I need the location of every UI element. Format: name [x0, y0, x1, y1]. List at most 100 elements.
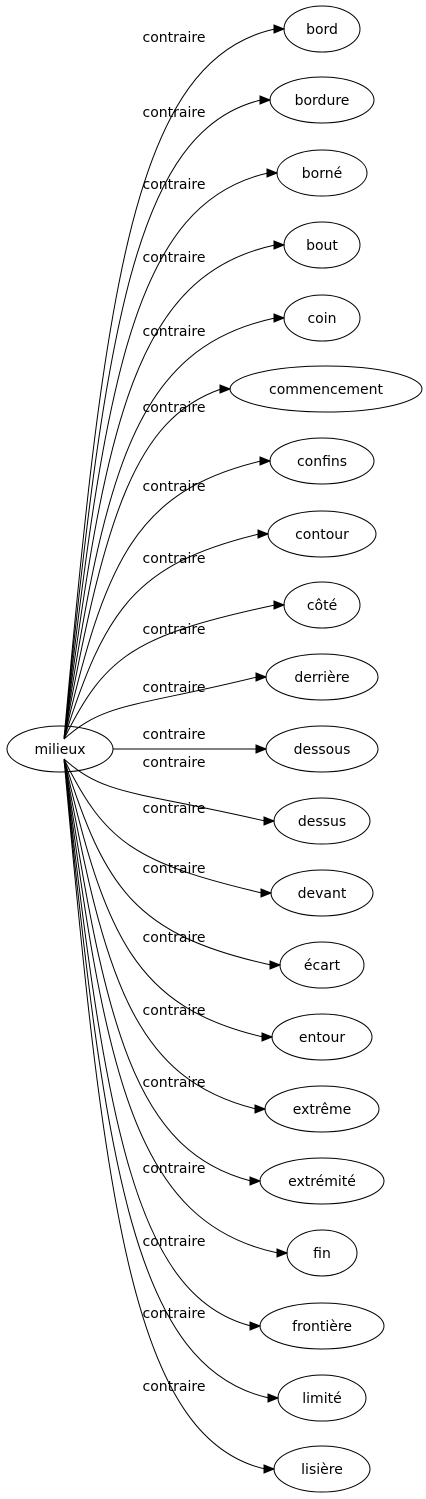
target-node-confins[interactable]: confins	[269, 437, 375, 485]
nodes: milieux bord bordure borné bout coin commence…	[6, 5, 423, 1493]
edge-bord	[63, 28, 276, 740]
target-node-dessus[interactable]: dessus	[273, 797, 371, 845]
source-node[interactable]: milieux	[6, 725, 114, 773]
target-node-shape	[229, 365, 423, 413]
edge-label-frontiere: contraire	[143, 1234, 206, 1250]
target-node-label: fin	[313, 1246, 331, 1262]
edge-label-fin: contraire	[143, 1161, 206, 1177]
target-node-label: dessous	[294, 742, 351, 758]
arrowhead-extreme	[254, 1104, 267, 1114]
target-node-shape	[269, 437, 375, 485]
arrowhead-bord	[273, 24, 286, 34]
edge-label-bordure: contraire	[143, 105, 206, 121]
edge-confins	[63, 460, 262, 740]
target-node-label: côté	[307, 598, 337, 614]
target-node-shape	[265, 653, 379, 701]
target-node-label: coin	[307, 311, 336, 327]
edge-borne	[63, 172, 269, 740]
edge-label-commencement: contraire	[143, 400, 206, 416]
edge-label-devant: contraire	[143, 801, 206, 817]
target-node-fin[interactable]: fin	[286, 1229, 358, 1277]
target-node-shape	[264, 1085, 380, 1133]
edge-ecart	[63, 758, 272, 966]
target-node-label: contour	[295, 527, 349, 543]
arrowhead-limite	[267, 1393, 280, 1403]
target-node-shape	[286, 1229, 358, 1277]
target-node-coin[interactable]: coin	[283, 294, 361, 342]
target-node-label: bout	[306, 238, 338, 254]
arrowhead-lisiere	[263, 1464, 276, 1474]
target-node-label: borné	[302, 166, 342, 182]
target-node-shape	[271, 1013, 373, 1061]
arrowhead-commencement	[219, 384, 232, 394]
target-node-shape	[265, 725, 379, 773]
target-node-label: extrémité	[288, 1174, 356, 1190]
edge-limite	[63, 758, 270, 1399]
edge-fin	[63, 758, 279, 1254]
target-node-bord[interactable]: bord	[283, 5, 361, 53]
target-node-limite[interactable]: limité	[277, 1374, 367, 1422]
edge-label-entour: contraire	[143, 930, 206, 946]
edge-label-bout: contraire	[143, 250, 206, 266]
target-node-bordure[interactable]: bordure	[269, 76, 375, 124]
edge-bout	[63, 244, 276, 740]
target-node-lisiere[interactable]: lisière	[273, 1445, 371, 1493]
edge-extremite	[63, 758, 252, 1182]
edge-label-borne: contraire	[143, 177, 206, 193]
arrowhead-coin	[273, 313, 286, 323]
target-node-bout[interactable]: bout	[283, 221, 361, 269]
target-node-label: confins	[297, 454, 347, 470]
arrowhead-extremite	[249, 1176, 262, 1186]
edge-label-confins: contraire	[143, 479, 206, 495]
target-node-label: commencement	[269, 382, 383, 398]
target-node-extreme[interactable]: extrême	[264, 1085, 380, 1133]
target-node-contour[interactable]: contour	[267, 510, 377, 558]
source-node-shape	[6, 725, 114, 773]
target-node-dessous[interactable]: dessous	[265, 725, 379, 773]
arrowhead-devant	[260, 888, 273, 898]
target-node-frontiere[interactable]: frontière	[259, 1302, 385, 1350]
arrowhead-cote	[273, 600, 286, 610]
target-node-shape	[273, 797, 371, 845]
target-node-label: devant	[298, 886, 347, 902]
target-node-shape	[283, 294, 361, 342]
edge-bordure	[63, 99, 262, 740]
target-node-label: limité	[302, 1391, 341, 1407]
target-node-cote[interactable]: côté	[283, 581, 361, 629]
target-node-label: bordure	[295, 93, 350, 109]
target-node-label: entour	[299, 1030, 345, 1046]
edge-label-dessous: contraire	[143, 727, 206, 743]
target-node-shape	[283, 5, 361, 53]
target-node-label: bord	[306, 22, 338, 38]
target-node-label: lisière	[301, 1462, 343, 1478]
arrowhead-bordure	[259, 95, 272, 105]
edge-frontiere	[63, 758, 252, 1327]
target-node-extremite[interactable]: extrémité	[259, 1157, 385, 1205]
target-node-label: extrême	[293, 1102, 351, 1118]
target-node-derriere[interactable]: derrière	[265, 653, 379, 701]
target-node-label: frontière	[292, 1319, 352, 1335]
edge-label-coin: contraire	[143, 324, 206, 340]
target-node-shape	[276, 149, 368, 197]
target-node-devant[interactable]: devant	[270, 869, 374, 917]
target-node-shape	[279, 941, 365, 989]
target-node-shape	[259, 1157, 385, 1205]
target-node-commencement[interactable]: commencement	[229, 365, 423, 413]
edge-devant	[63, 758, 263, 894]
edge-coin	[63, 317, 276, 740]
target-node-borne[interactable]: borné	[276, 149, 368, 197]
source-node-label: milieux	[34, 742, 85, 758]
target-node-ecart[interactable]: écart	[279, 941, 365, 989]
edge-extreme	[63, 758, 257, 1110]
edge-cote	[63, 604, 276, 740]
edge-label-bord: contraire	[143, 30, 206, 46]
arrowhead-bout	[273, 240, 286, 250]
target-node-shape	[270, 869, 374, 917]
target-node-shape	[273, 1445, 371, 1493]
arrowhead-dessous	[255, 744, 268, 754]
edge-label-ecart: contraire	[143, 861, 206, 877]
target-node-label: dessus	[298, 814, 346, 830]
edge-label-cote: contraire	[143, 622, 206, 638]
target-node-entour[interactable]: entour	[271, 1013, 373, 1061]
edge-commencement	[63, 388, 222, 740]
